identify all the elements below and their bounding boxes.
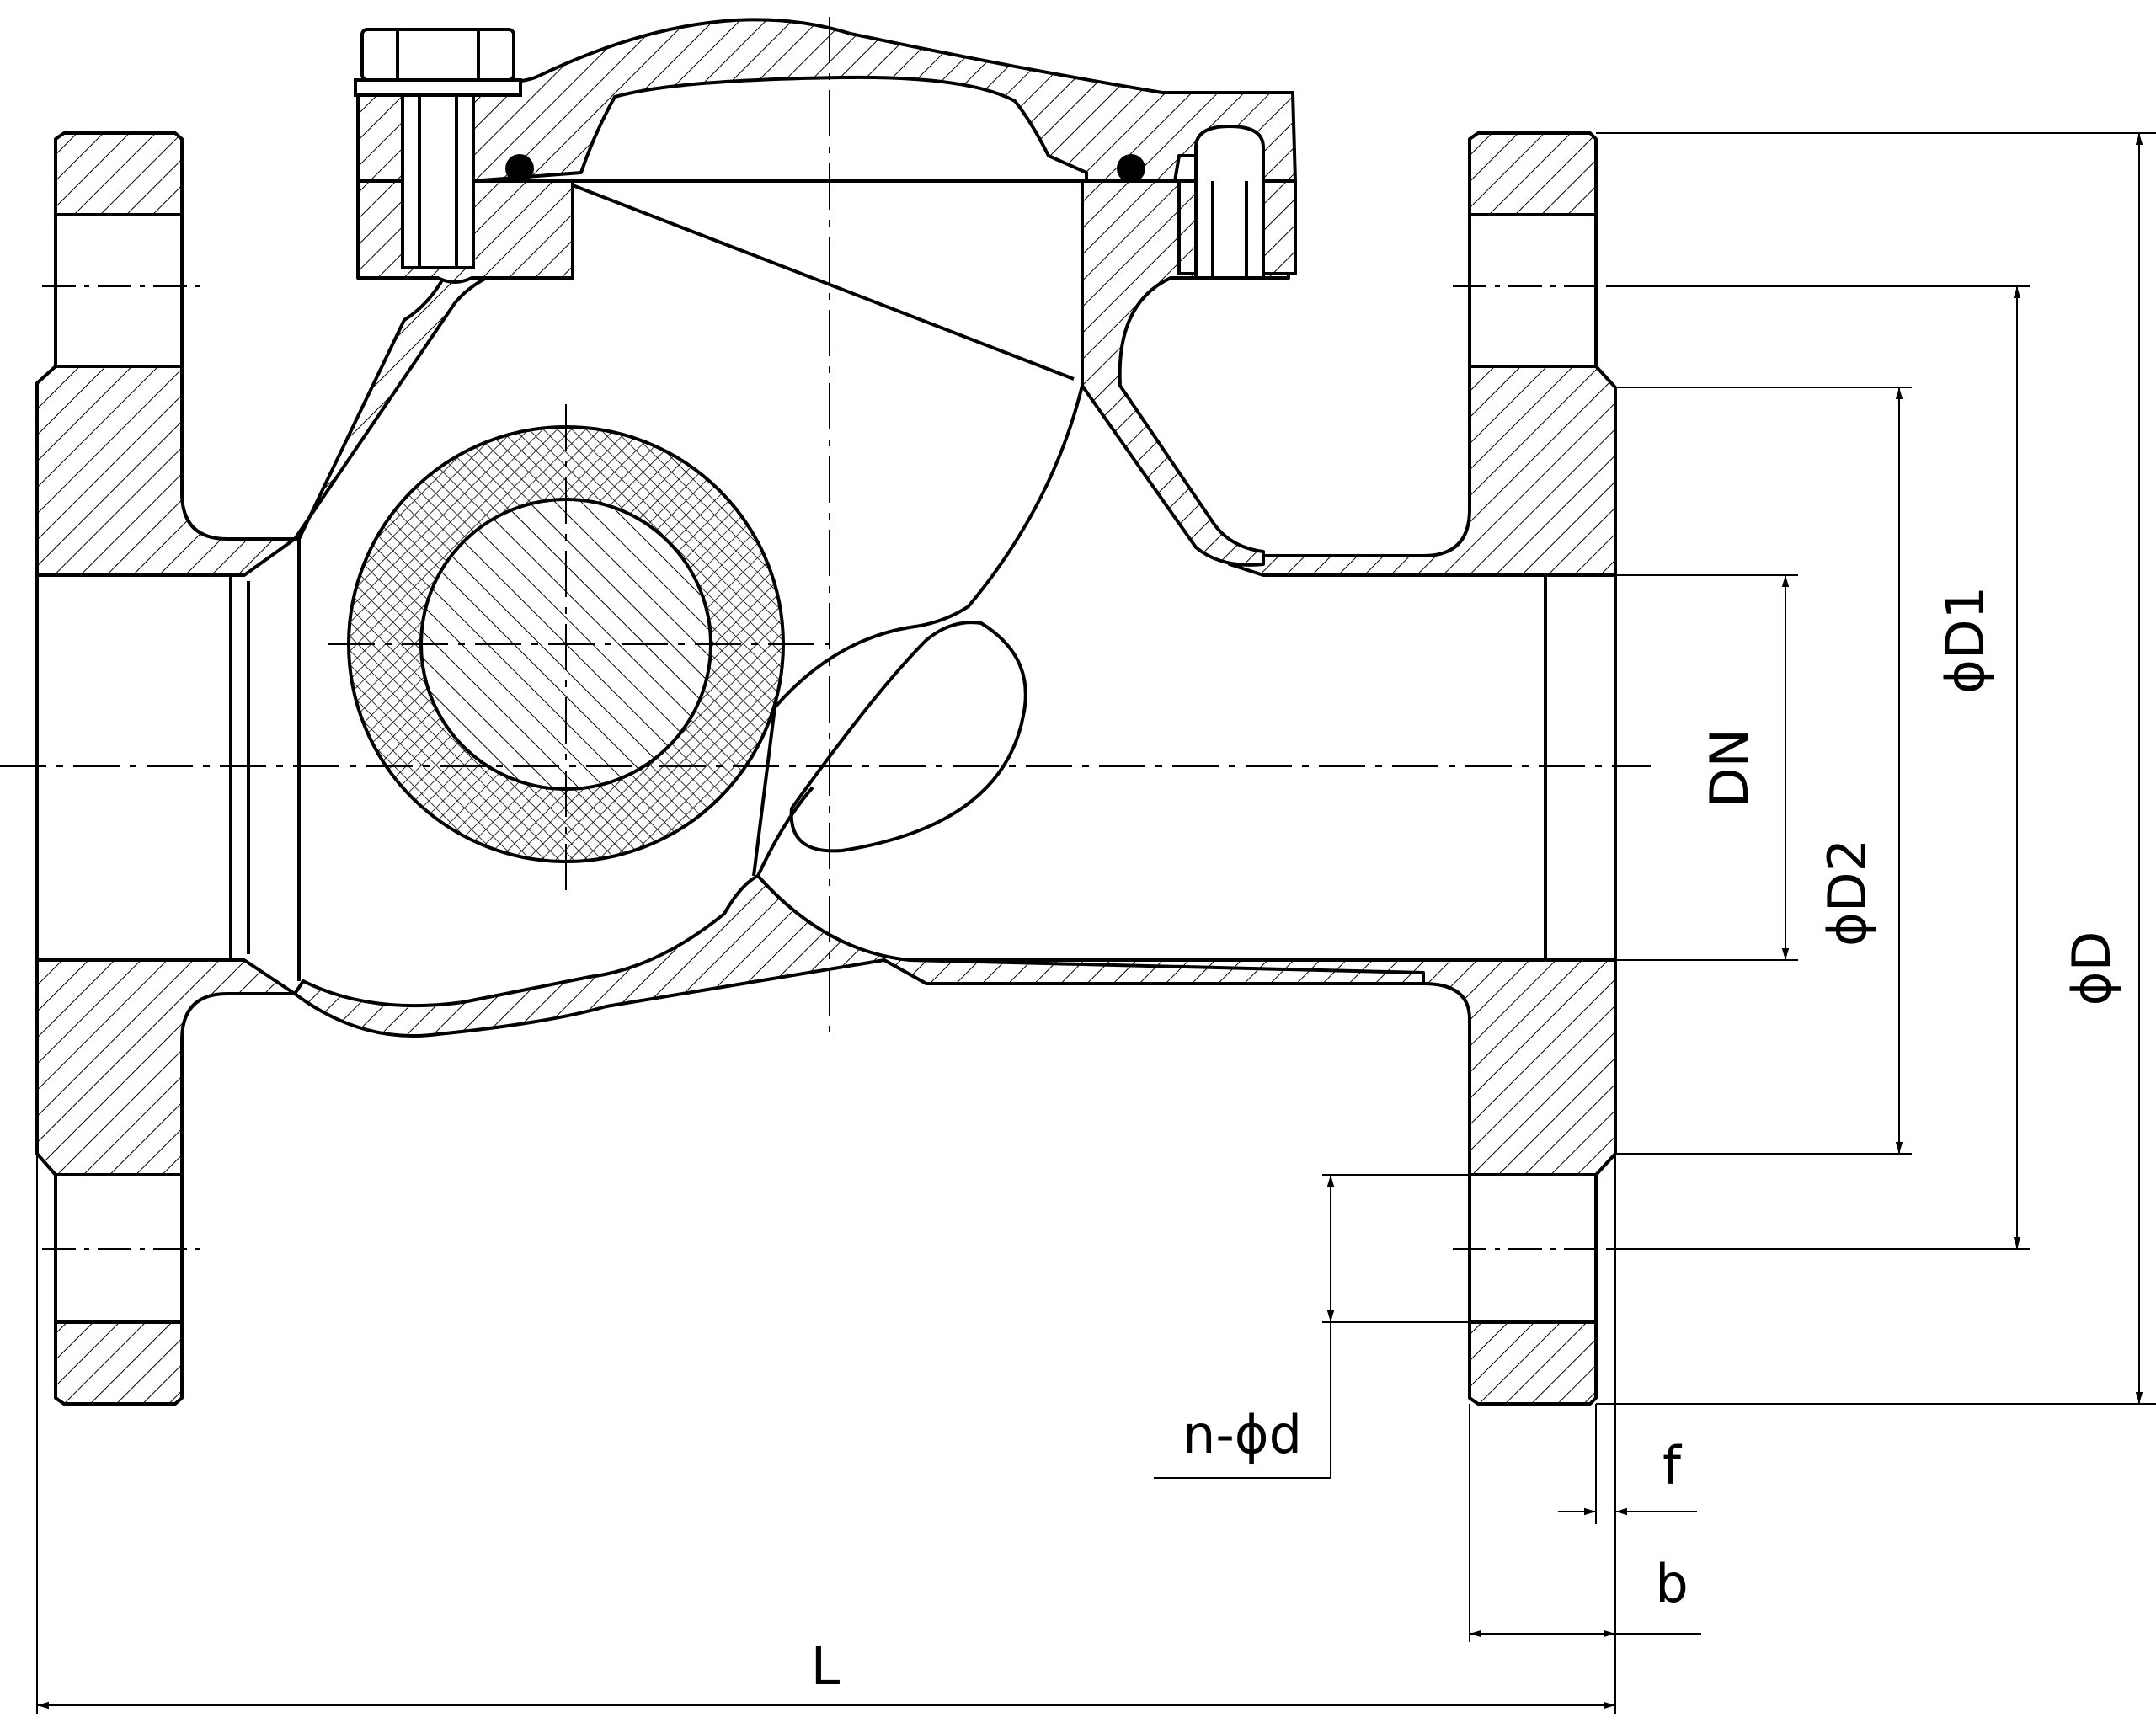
label-length: L (811, 1635, 841, 1697)
right-flange (883, 131, 1617, 1406)
label-d2: ϕD2 (1817, 839, 1878, 947)
label-b: b (1655, 1553, 1688, 1614)
label-bolt-holes: n-ϕd (1182, 1404, 1302, 1465)
left-flange (35, 131, 296, 1406)
label-f: f (1662, 1435, 1683, 1496)
label-d1: ϕD1 (1935, 586, 1996, 694)
bolt (354, 28, 522, 269)
label-dn: DN (1699, 728, 1760, 808)
dimension-labels: DN ϕD2 ϕD1 ϕD n-ϕd f b L (811, 586, 2122, 1697)
seal-left (505, 154, 534, 183)
left-flange-centerlines (42, 285, 202, 1250)
dimension-lines (36, 132, 2156, 1714)
centerlines (0, 17, 1651, 1032)
label-d: ϕD (2061, 931, 2122, 1006)
seal-right (1117, 154, 1145, 183)
right-flange-centerlines (1453, 285, 1609, 1250)
hinge-pin (1194, 124, 1265, 280)
